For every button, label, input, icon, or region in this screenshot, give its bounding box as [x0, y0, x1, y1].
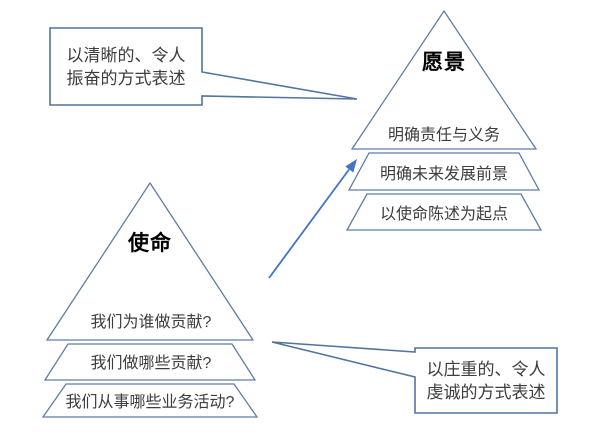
mission-level-3-label: 我们从事哪些业务活动? [65, 394, 235, 411]
callout-mission-note-line-2: 虔诚的方式表述 [426, 382, 546, 402]
callout-vision-note-text: 以清晰的、令人 振奋的方式表述 [50, 28, 202, 105]
vision-pyramid-level-2 [347, 152, 541, 191]
mission-level-1-label: 我们为谁做贡献? [90, 314, 212, 331]
mission-pyramid-level-3 [41, 383, 259, 418]
mission-pyramid-level-2 [43, 343, 257, 381]
vision-level-2-label: 明确未来发展前景 [379, 166, 509, 183]
mission-pyramid-level-1 [45, 181, 255, 341]
callout-mission-note-bubble [271, 341, 558, 414]
vision-pyramid-level-3 [345, 193, 543, 231]
callout-mission-note-text: 以庄重的、令人 虔诚的方式表述 [415, 348, 557, 413]
callout-vision-note-line-2: 振奋的方式表述 [66, 68, 186, 88]
mission-to-vision-arrow-line [268, 168, 350, 279]
mission-level-2-label: 我们做哪些贡献? [90, 355, 212, 372]
callout-mission-note-line-1: 以庄重的、令人 [426, 359, 546, 379]
callout-vision-note-line-1: 以清晰的、令人 [66, 45, 186, 65]
callout-vision-note-bubble [49, 27, 358, 106]
vision-level-3-label: 以使命陈述为起点 [379, 206, 509, 223]
vision-level-1-label: 明确责任与义务 [387, 127, 501, 144]
mission-to-vision-arrow-head [345, 159, 357, 173]
vision-pyramid-title: 愿景 [422, 51, 466, 74]
mission-pyramid-title: 使命 [128, 232, 172, 255]
vision-pyramid-level-1 [350, 9, 538, 150]
